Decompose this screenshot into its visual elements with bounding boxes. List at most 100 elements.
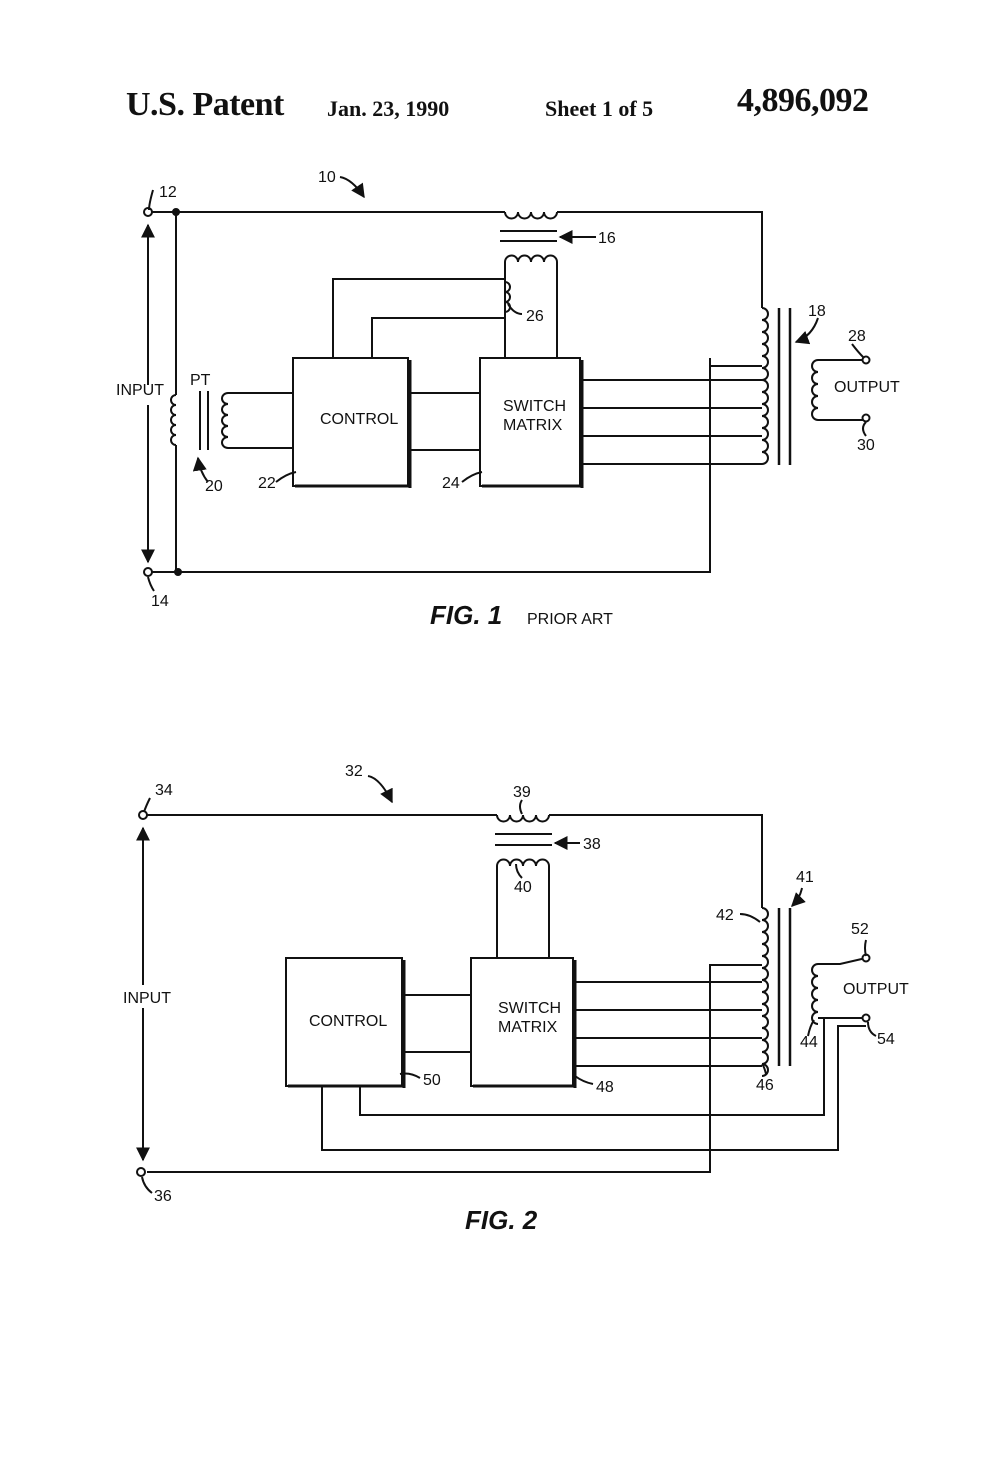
- fig2-ref-32: 32: [345, 763, 363, 780]
- fig1-pt-leads: [228, 392, 293, 449]
- fig2-ref-34: 34: [155, 782, 173, 799]
- fig2-terminal-34: [138, 810, 148, 820]
- fig2-ref-36: 36: [154, 1188, 172, 1205]
- fig1-winding-18-primary: [761, 307, 769, 465]
- fig1-circuit: [141, 176, 871, 592]
- fig1-leader-30: [862, 421, 867, 437]
- fig1-ref-30: 30: [857, 437, 875, 454]
- fig2-control-label: CONTROL: [309, 1013, 387, 1030]
- fig1-leader-14: [147, 576, 155, 592]
- fig2-terminal-36: [136, 1167, 146, 1177]
- fig1-control-to-matrix: [408, 392, 480, 451]
- fig2-ref-40: 40: [514, 879, 532, 896]
- fig1-labels: INPUT PT CONTROL SWITCH MATRIX OUTPUT 10…: [116, 169, 900, 630]
- fig1-caption-note: PRIOR ART: [527, 611, 613, 628]
- fig2-bottom-rail: [147, 964, 762, 1173]
- fig2-input-label: INPUT: [123, 990, 171, 1007]
- fig1-input-label: INPUT: [116, 382, 164, 399]
- fig1-leader-26: [507, 303, 523, 315]
- fig2-matrix-taps: [573, 981, 762, 1067]
- fig2-leader-42: [739, 913, 761, 923]
- fig2-ref-50: 50: [423, 1072, 441, 1089]
- fig1-ref-18: 18: [808, 303, 826, 320]
- fig1-core-16: [500, 230, 557, 242]
- fig2-ref-38: 38: [583, 836, 601, 853]
- fig1-bottom-rail: [152, 358, 711, 573]
- fig2-leader-52: [864, 939, 867, 957]
- fig2-circuit: [136, 775, 877, 1194]
- fig1-ref-10: 10: [318, 169, 336, 186]
- header-patent-label: U.S. Patent: [126, 86, 284, 123]
- fig2-winding-39: [496, 814, 550, 823]
- fig2-output-leads: [818, 957, 867, 1019]
- fig2-leader-48: [574, 1075, 594, 1085]
- fig2-leader-39: [519, 799, 523, 815]
- header-sheet: Sheet 1 of 5: [545, 96, 654, 121]
- header-patent-number: 4,896,092: [737, 82, 869, 119]
- fig2-leader-40: [515, 863, 523, 879]
- fig2-leader-32: [367, 775, 393, 804]
- fig1-control-wire-a: [332, 278, 505, 358]
- fig1-pt-secondary: [221, 392, 229, 449]
- fig2-top-rail-right: [549, 814, 763, 908]
- fig1-matrix-label: MATRIX: [503, 417, 563, 434]
- fig1-pt-primary: [170, 394, 177, 446]
- fig2-feedback-wire-a: [359, 1018, 825, 1116]
- fig1-pt-label: PT: [190, 372, 211, 389]
- fig2-winding-secondary: [811, 963, 819, 1025]
- fig1-terminal-12: [143, 207, 153, 217]
- fig2-ref-52: 52: [851, 921, 869, 938]
- fig2-feedback-wire-b: [321, 1025, 866, 1151]
- fig2-winding-40: [496, 858, 550, 867]
- fig2-terminal-54: [861, 1013, 871, 1023]
- fig2-leader-46: [761, 1063, 767, 1075]
- fig1-ref-16: 16: [598, 230, 616, 247]
- fig1-return-to-primary: [709, 358, 762, 367]
- fig2-leader-36: [141, 1176, 153, 1194]
- fig1-control-label: CONTROL: [320, 411, 398, 428]
- fig1-ref-22: 22: [258, 475, 276, 492]
- fig1-switch-label: SWITCH: [503, 398, 566, 415]
- fig2-leader-54: [867, 1021, 877, 1037]
- fig1-leader-20: [192, 456, 209, 483]
- fig2-leader-34: [143, 797, 151, 813]
- fig1-leader-22: [275, 471, 297, 483]
- fig2-caption: FIG. 2: [465, 1205, 538, 1235]
- fig1-ref-12: 12: [159, 184, 177, 201]
- fig1-output-leads: [818, 359, 866, 421]
- fig1-ref-26: 26: [526, 308, 544, 325]
- fig1-top-rail-right: [557, 211, 763, 308]
- fig2-switch-label: SWITCH: [498, 1000, 561, 1017]
- fig1-ref-24: 24: [442, 475, 460, 492]
- fig2-leader-50: [399, 1072, 421, 1079]
- fig1-leader-28: [851, 343, 865, 359]
- fig1-leader-10: [339, 176, 365, 199]
- fig1-ref-14: 14: [151, 593, 169, 610]
- fig1-terminal-30: [861, 413, 871, 423]
- fig2-ref-39: 39: [513, 784, 531, 801]
- fig1-leader-18: [794, 317, 819, 345]
- fig1-winding-16-primary: [504, 211, 558, 220]
- header-date: Jan. 23, 1990: [327, 96, 450, 121]
- fig2-matrix-label: MATRIX: [498, 1019, 558, 1036]
- fig1-output-label: OUTPUT: [834, 379, 900, 396]
- fig2-ref-54: 54: [877, 1031, 895, 1048]
- fig2-ref-48: 48: [596, 1079, 614, 1096]
- fig1-core-18: [777, 308, 792, 465]
- fig2-ref-44: 44: [800, 1034, 818, 1051]
- fig2-ref-42: 42: [716, 907, 734, 924]
- fig2-sec-leads: [496, 866, 550, 958]
- fig2-winding-41-primary: [761, 907, 769, 1077]
- fig2-ref-41: 41: [796, 869, 814, 886]
- fig1-terminal-14: [143, 567, 153, 577]
- fig2-leader-41: [791, 887, 806, 907]
- fig1-matrix-taps: [580, 379, 762, 465]
- fig2-labels: INPUT CONTROL SWITCH MATRIX OUTPUT 32 34…: [123, 763, 909, 1235]
- fig2-core-41: [777, 908, 792, 1066]
- fig1-leader-12: [148, 189, 154, 211]
- fig2-ref-46: 46: [756, 1077, 774, 1094]
- fig2-leader-44: [807, 1019, 815, 1037]
- fig1-control-wire-b: [371, 317, 505, 358]
